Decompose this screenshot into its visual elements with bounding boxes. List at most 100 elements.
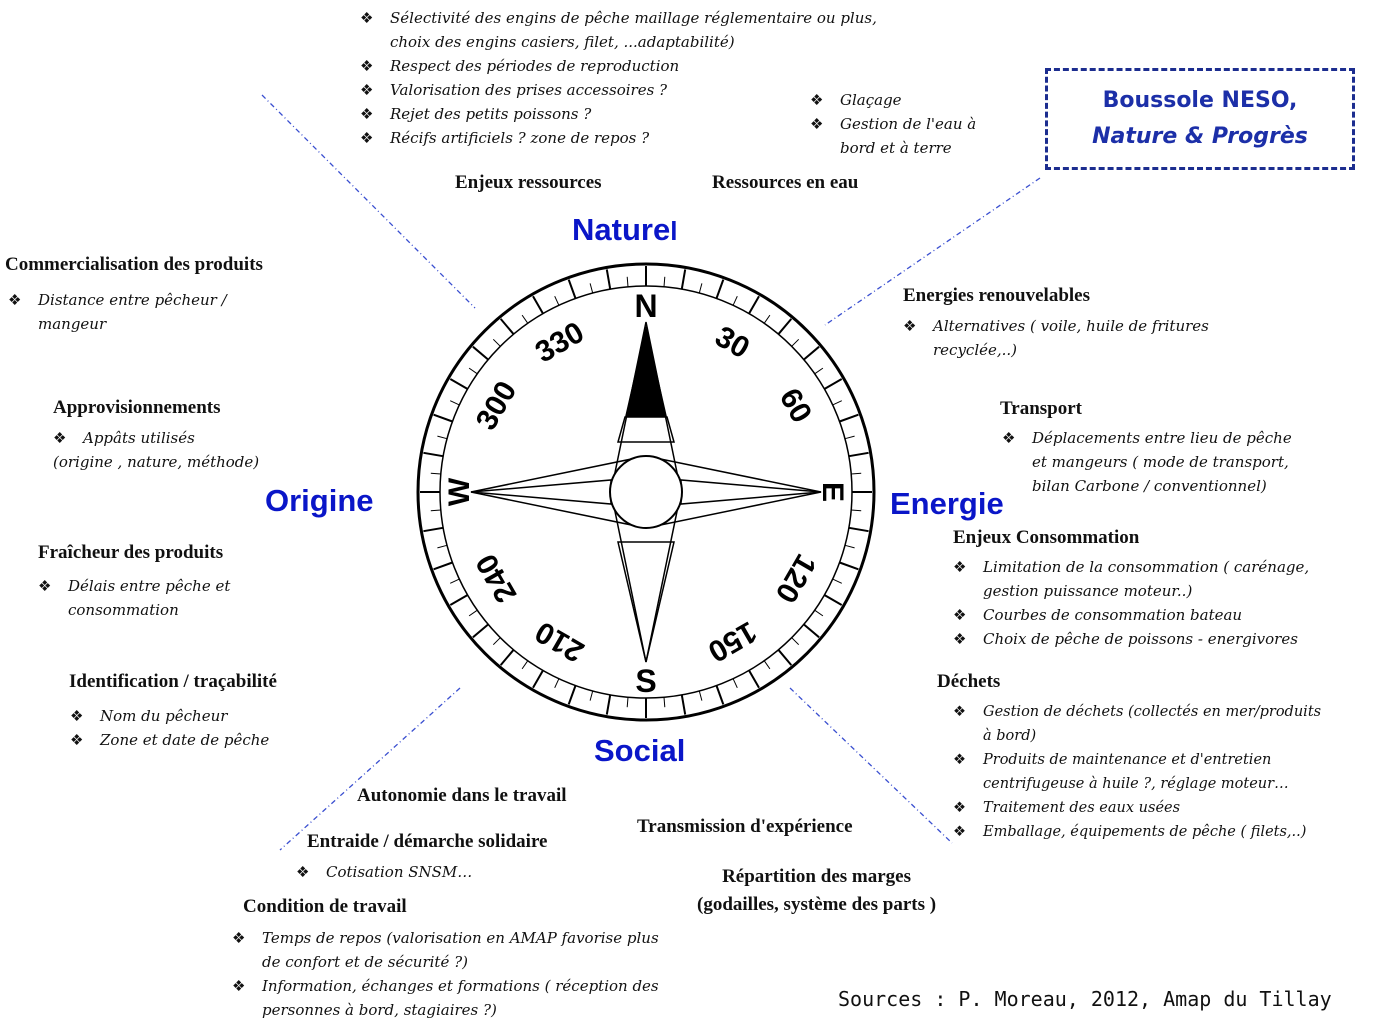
- compass-tick: [777, 318, 793, 335]
- heading-approvisionnements: Approvisionnements: [53, 397, 221, 418]
- compass-tick: [626, 276, 629, 287]
- repartition-line-2: (godailles, système des parts ): [697, 894, 937, 915]
- compass-tick: [851, 509, 862, 512]
- list-item: ❖Respect des périodes de reproduction: [360, 57, 680, 75]
- compass-tick: [499, 318, 515, 335]
- compass-tick: [839, 561, 859, 571]
- compass-tick: [626, 697, 629, 708]
- compass-tick: [499, 649, 515, 666]
- heading-fraicheur: Fraîcheur des produits: [38, 542, 224, 563]
- guide-line-sw: [279, 687, 461, 851]
- compass-tick: [492, 637, 501, 646]
- compass-tick: [763, 314, 771, 324]
- compass-tick: [848, 451, 869, 458]
- heading-ressources-eau: Ressources en eau: [712, 172, 859, 193]
- list-item: bilan Carbone / conventionnel): [1032, 477, 1267, 495]
- list-item: ❖Traitement des eaux usées: [953, 800, 1181, 816]
- compass-tick: [848, 526, 869, 533]
- direction-label-energie: Energie: [890, 486, 1004, 521]
- compass-tick: [605, 694, 612, 715]
- needle-south: [617, 541, 675, 663]
- compass-tick: [472, 623, 489, 639]
- compass-tick: [715, 279, 725, 299]
- heading-commercialisation: Commercialisation des produits: [5, 254, 263, 275]
- compass-tick: [532, 295, 544, 315]
- compass-tick: [449, 378, 469, 390]
- heading-enjeux-consommation: Enjeux Consommation: [953, 527, 1140, 548]
- compass-tick: [803, 623, 820, 639]
- compass-tick: [567, 685, 577, 705]
- heading-repartition: Répartition des marges (godailles, systè…: [697, 866, 936, 916]
- list-item: ❖Déplacements entre lieu de pêche: [1002, 429, 1292, 447]
- list-item: ❖Gestion de déchets (collectés en mer/pr…: [953, 704, 1322, 720]
- compass-tick: [437, 544, 448, 549]
- list-item: ❖Glaçage: [810, 91, 902, 109]
- list-item: et mangeurs ( mode de transport,: [1032, 453, 1289, 471]
- heading-energies-renouvelables: Energies renouvelables: [903, 285, 1091, 306]
- compass-tick: [554, 678, 560, 689]
- fraicheur-list: ❖Délais entre pêche et consommation: [38, 574, 230, 622]
- enjeux-consommation-list: ❖Limitation de la consommation ( carénag…: [953, 555, 1309, 651]
- compass-tick: [823, 594, 843, 606]
- compass-tick: [433, 561, 453, 571]
- guide-line-se: [789, 687, 953, 844]
- title-box: Boussole NESO, Nature & Progrès: [1045, 68, 1355, 170]
- compass-tick: [698, 283, 703, 294]
- list-item: ❖Récifs artificiels ? zone de repos ?: [360, 129, 650, 147]
- list-item: bord et à terre: [840, 139, 952, 157]
- compass-tick: [732, 678, 738, 689]
- list-item: de confort et de sécurité ?): [262, 953, 468, 971]
- compass-letter-w: W: [443, 477, 476, 506]
- list-item: mangeur: [38, 315, 107, 333]
- compass-tick: [449, 578, 460, 584]
- dechets-list: ❖Gestion de déchets (collectés en mer/pr…: [953, 700, 1321, 844]
- compass-tick: [437, 435, 448, 440]
- compass-tick: [748, 669, 760, 689]
- list-item: ❖Courbes de consommation bateau: [953, 606, 1243, 624]
- compass-tick: [680, 694, 687, 715]
- heading-identification: Identification / traçabilité: [69, 671, 277, 692]
- direction-label-origine: Origine: [265, 483, 374, 518]
- sources-caption: Sources : P. Moreau, 2012, Amap du Tilla…: [838, 987, 1332, 1011]
- compass-tick: [803, 345, 820, 361]
- title-line-1: Boussole NESO,: [1102, 88, 1298, 113]
- compass-tick: [468, 609, 478, 617]
- list-item: ❖Information, échanges et formations ( r…: [232, 977, 659, 995]
- compass-tick: [567, 279, 577, 299]
- guide-line-nw: [261, 94, 476, 309]
- heading-entraide: Entraide / démarche solidaire: [307, 831, 548, 852]
- compass-center-ring: [609, 455, 683, 529]
- heading-transport: Transport: [1000, 398, 1082, 419]
- identification-list: ❖Nom du pêcheur ❖Zone et date de pêche: [70, 704, 269, 752]
- water-bullet-list: ❖Glaçage ❖Gestion de l'eau à bord et à t…: [810, 88, 976, 160]
- compass-tick: [763, 660, 771, 670]
- list-item: gestion puissance moteur..): [983, 582, 1193, 600]
- compass-tick: [663, 276, 666, 287]
- list-item: à bord): [983, 728, 1037, 744]
- list-item: ❖Nom du pêcheur: [70, 707, 228, 725]
- compass-tick: [605, 269, 612, 290]
- compass-tick: [814, 609, 824, 617]
- list-item: ❖Valorisation des prises accessoires ?: [360, 81, 668, 99]
- compass-tick: [423, 526, 444, 533]
- compass-tick: [715, 685, 725, 705]
- compass-tick: [839, 413, 859, 423]
- list-item: ❖Produits de maintenance et d'entretien: [953, 752, 1272, 768]
- compass-tick: [589, 690, 594, 701]
- needle-north-tip: [625, 325, 667, 417]
- compass-tick: [554, 295, 560, 306]
- approvisionnements-list: ❖Appâts utilisés (origine , nature, méth…: [53, 426, 259, 474]
- compass-tick: [663, 697, 666, 708]
- compass-tick: [472, 345, 489, 361]
- list-item: ❖Sélectivité des engins de pêche maillag…: [360, 9, 877, 27]
- compass-tick: [680, 269, 687, 290]
- heading-transmission: Transmission d'expérience: [637, 816, 853, 837]
- list-item: ❖Emballage, équipements de pêche ( filet…: [953, 824, 1307, 840]
- compass-tick: [814, 367, 824, 375]
- list-item: ❖Gestion de l'eau à: [810, 115, 977, 133]
- list-item: ❖Distance entre pêcheur /: [8, 291, 227, 309]
- list-item: (origine , nature, méthode): [53, 453, 260, 471]
- direction-label-social: Social: [594, 733, 686, 768]
- heading-enjeux-ressources: Enjeux ressources: [455, 172, 602, 193]
- compass-tick: [844, 544, 855, 549]
